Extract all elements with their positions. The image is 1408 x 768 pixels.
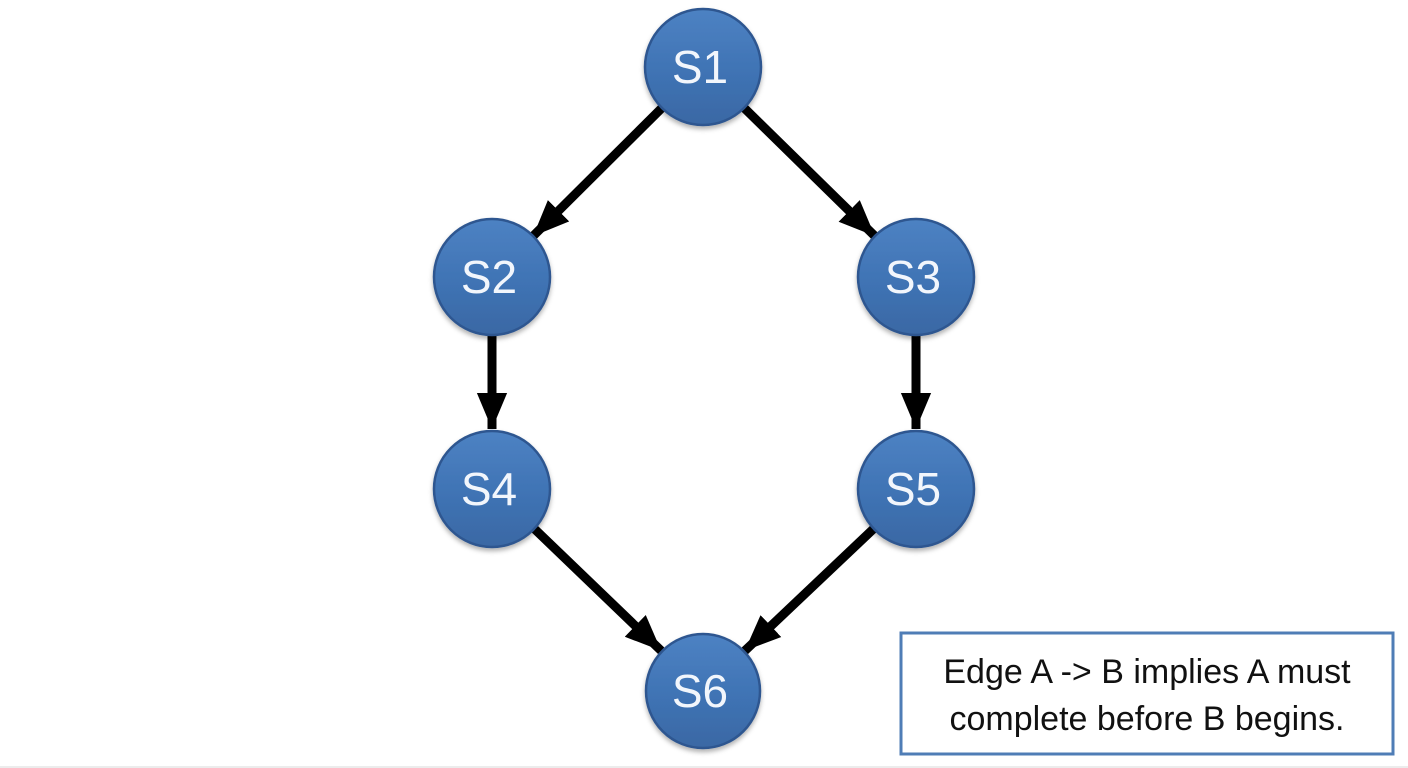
legend-line-2: complete before B begins.	[949, 700, 1344, 738]
node-s1-label: S1	[672, 41, 728, 93]
node-s4: S4	[432, 429, 552, 549]
node-s6-circle	[644, 632, 762, 750]
edge-group	[476, 104, 932, 655]
node-s3-label: S3	[885, 251, 941, 303]
legend-border	[899, 631, 1395, 756]
node-s1: S1	[643, 7, 763, 127]
legend-box: Edge A -> B implies A must complete befo…	[899, 631, 1395, 756]
node-s3-circle	[856, 217, 976, 337]
edge-s1-s3	[740, 104, 879, 240]
node-s6: S6	[644, 632, 762, 750]
legend-line-1: Edge A -> B implies A must	[943, 653, 1351, 691]
node-s5-label: S5	[885, 463, 941, 515]
node-group: S1 S2 S3 S4 S5 S6	[432, 7, 976, 750]
node-s4-label: S4	[461, 463, 517, 515]
node-s2-circle	[432, 217, 552, 337]
node-s1-circle	[643, 7, 763, 127]
node-s2: S2	[432, 217, 552, 337]
node-s5: S5	[856, 429, 976, 549]
node-s3: S3	[856, 217, 976, 337]
edge-s1-s2	[529, 104, 666, 240]
node-s6-label: S6	[672, 665, 728, 717]
page-bottom-edge	[0, 766, 1408, 768]
node-s5-circle	[856, 429, 976, 549]
edge-s4-s6	[530, 524, 665, 655]
node-s2-label: S2	[461, 251, 517, 303]
node-s4-circle	[432, 429, 552, 549]
edge-s5-s6	[741, 524, 878, 655]
